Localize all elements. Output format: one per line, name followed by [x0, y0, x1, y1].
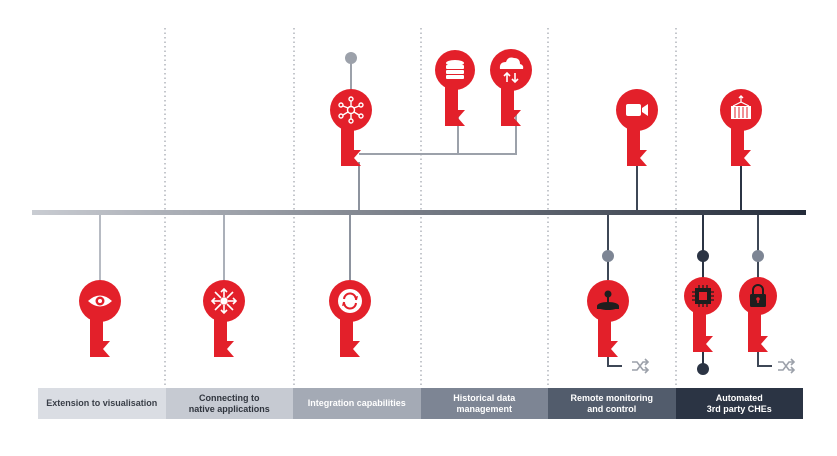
- expand-arrows-icon: [210, 287, 238, 315]
- timeline-bar: [32, 210, 806, 215]
- microchip-icon: [692, 285, 714, 307]
- key-cloud: [490, 49, 532, 126]
- key-remote-above: [616, 89, 658, 166]
- key-eye: [79, 280, 121, 357]
- category-label-bar: Extension to visualisation Connecting to…: [38, 388, 803, 419]
- category-label-automated-ches: Automated 3rd party CHEs: [675, 388, 803, 419]
- column-dividers: [164, 28, 677, 388]
- shuffle-icon: [632, 358, 650, 374]
- category-label-visualisation: Extension to visualisation: [38, 388, 166, 419]
- keys-layer: [79, 49, 777, 357]
- connector-dot: [602, 250, 614, 262]
- video-camera-icon: [626, 104, 648, 116]
- eye-icon: [88, 295, 112, 307]
- connector-dot: [752, 250, 764, 262]
- key-remote-below: [587, 280, 629, 357]
- key-che-lock: [739, 277, 777, 352]
- shuffle-icon: [778, 358, 796, 374]
- key-che-chip: [684, 277, 722, 352]
- connector-dot: [697, 250, 709, 262]
- key-integration-above: [330, 89, 372, 166]
- network-nodes-icon: [338, 96, 364, 124]
- key-integration-below: [329, 280, 371, 357]
- category-label-native-apps: Connecting to native applications: [165, 388, 293, 419]
- category-label-integration: Integration capabilities: [293, 388, 421, 419]
- connector-dot: [345, 52, 357, 64]
- connector-line: [757, 215, 772, 367]
- joystick-icon: [597, 290, 619, 310]
- key-connect: [203, 280, 245, 357]
- refresh-cycle-icon: [338, 289, 362, 313]
- container-crane-icon: [731, 95, 751, 119]
- connector-dots: [345, 52, 764, 375]
- padlock-icon: [750, 284, 766, 307]
- database-icon: [446, 60, 464, 79]
- category-label-historical-data: Historical data management: [420, 388, 548, 419]
- key-database: [435, 50, 475, 126]
- cloud-sync-icon: [499, 57, 524, 84]
- key-che-above: [720, 89, 762, 166]
- connector-dot: [697, 363, 709, 375]
- connector-line: [359, 110, 517, 155]
- category-label-remote-monitoring: Remote monitoring and control: [548, 388, 676, 419]
